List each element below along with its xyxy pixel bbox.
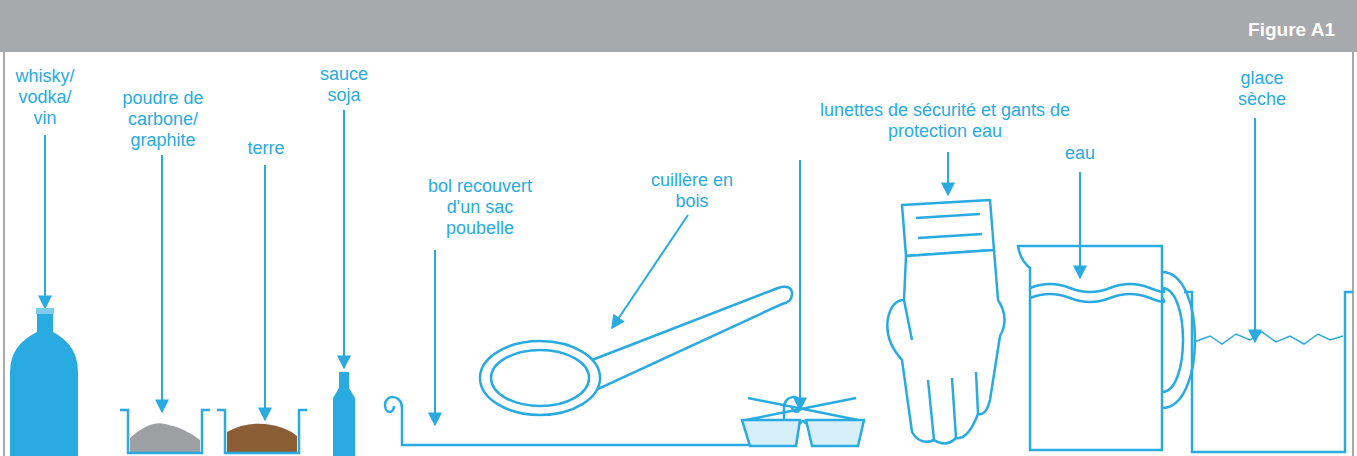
sauce-bottle: [333, 388, 355, 456]
item-label: poudre de carbone/ graphite: [107, 88, 219, 151]
jug-illustration: [1018, 246, 1195, 450]
glasses-illustration: [742, 398, 864, 446]
ice-container: [1184, 292, 1353, 452]
glove-illustration: [887, 200, 1004, 444]
bowl-outline: [385, 397, 801, 445]
item-label: lunettes de sécurité et gants de protect…: [795, 100, 1095, 142]
item-label: whisky/ vodka/ vin: [9, 66, 81, 129]
item-label: terre: [231, 138, 301, 159]
powder-pile: [130, 423, 200, 453]
bottle-illustration: [10, 312, 78, 456]
cup-outline: [120, 410, 210, 453]
bottle-cap: [36, 308, 54, 314]
item-label: bol recouvert d'un sac poubelle: [416, 176, 544, 239]
item-label: cuillère en bois: [641, 170, 743, 212]
leader-arrows: [45, 110, 1255, 425]
sauce-bottle: [339, 372, 349, 388]
frame-line: [3, 52, 5, 456]
item-label: sauce soja: [314, 64, 374, 106]
figure-title: Figure A1: [1248, 19, 1335, 41]
item-label: glace sèche: [1226, 68, 1298, 110]
spoon-illustration: [480, 287, 792, 415]
frame-line: [1352, 52, 1354, 456]
item-label: eau: [1050, 143, 1110, 164]
header-bar: [0, 0, 1357, 52]
cup-outline: [217, 410, 307, 453]
soil-pile: [227, 424, 297, 453]
